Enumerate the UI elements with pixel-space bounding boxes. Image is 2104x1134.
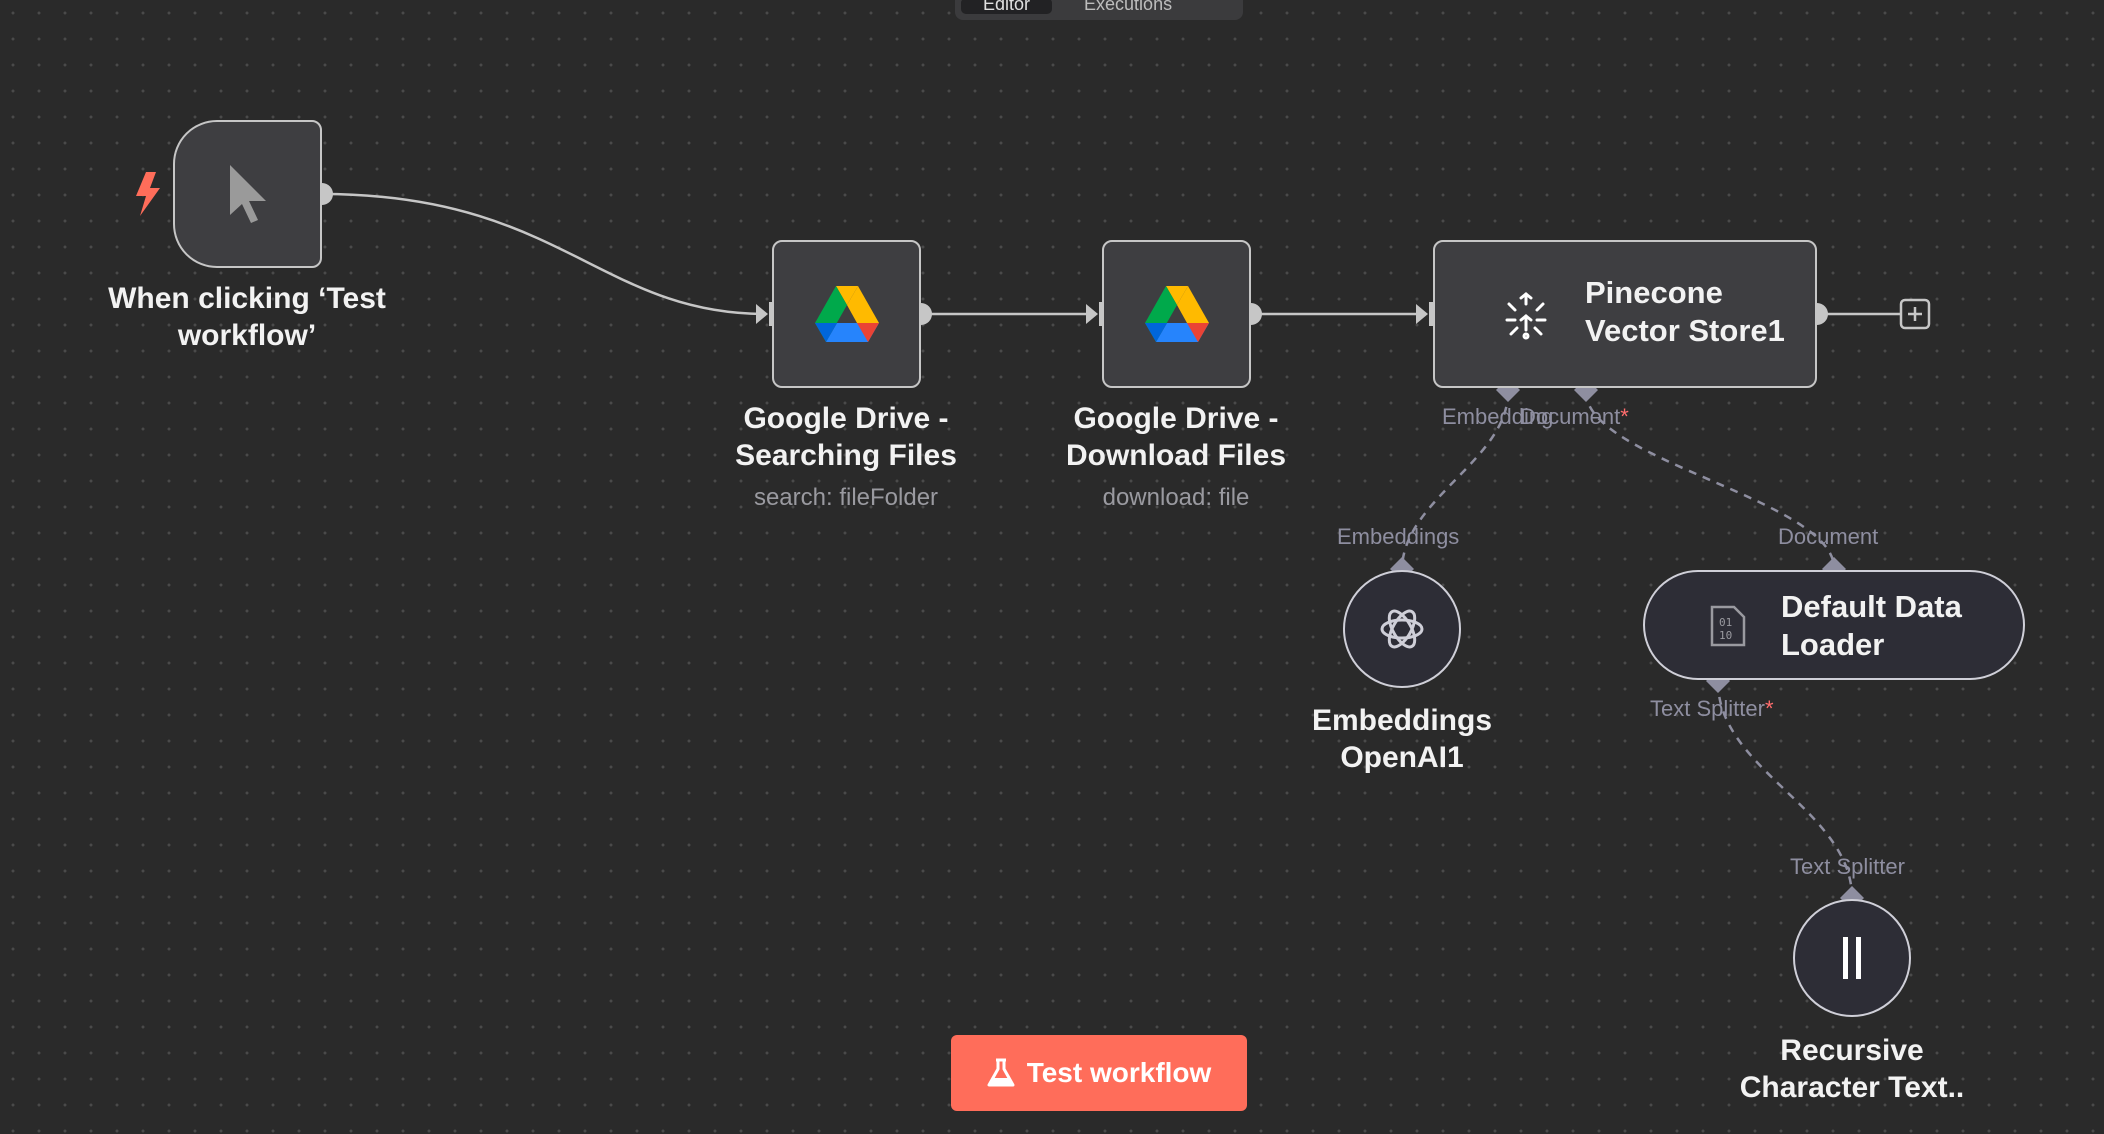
node-google-drive-search[interactable] — [772, 240, 921, 388]
label-line-1: Google Drive - — [1073, 402, 1279, 435]
tab-executions[interactable]: Executions — [1084, 0, 1173, 14]
cursor-pointer-icon — [229, 165, 266, 223]
port-label-embeddings: Embeddings — [1337, 524, 1460, 549]
google-drive-icon — [1144, 286, 1209, 342]
label-line-1: Google Drive - — [743, 402, 949, 435]
label-line-1: Embeddings — [1311, 704, 1492, 737]
node-label-google-drive-search: Google Drive - Searching Files — [696, 400, 996, 474]
port-label-text-splitter: Text Splitter — [1790, 854, 1905, 879]
add-node-plus-icon — [1899, 298, 1931, 330]
google-drive-icon — [814, 286, 879, 342]
label-line-2: Character Text.. — [1739, 1071, 1965, 1104]
svg-text:10: 10 — [1719, 629, 1732, 642]
pinecone-icon — [1505, 292, 1547, 340]
label-line-2: Vector Store1 — [1585, 313, 1785, 348]
connection-trigger-to-search — [321, 192, 766, 316]
node-label-trigger: When clicking ‘Test workflow’ — [108, 282, 386, 352]
connection-embeddings — [1400, 391, 1510, 571]
required-mark: * — [1620, 404, 1629, 429]
node-label-splitter: Recursive Character Text.. — [1702, 1032, 2002, 1106]
node-label-loader: Default Data Loader — [1781, 588, 1962, 664]
input-arrow-pinecone — [1416, 304, 1428, 324]
label-line-2: Download Files — [1065, 439, 1287, 472]
port-label-embedding: Embedding — [1442, 404, 1554, 429]
test-workflow-label: Test workflow — [1026, 1057, 1212, 1088]
view-tabs: Editor Executions — [955, 0, 1243, 20]
label-line-1: Recursive — [1780, 1034, 1924, 1067]
label-line-2: Loader — [1781, 627, 1885, 662]
node-subtitle-google-drive-search: search: fileFolder — [753, 484, 939, 511]
node-label-google-drive-download: Google Drive - Download Files — [1026, 400, 1326, 474]
binary-file-icon: 01 10 — [1710, 605, 1746, 647]
node-google-drive-download[interactable] — [1102, 240, 1251, 388]
connection-text-splitter — [1716, 681, 1854, 899]
node-subtitle-google-drive-download: download: file — [1102, 484, 1250, 511]
node-manual-trigger[interactable] — [173, 120, 322, 268]
port-label-document-required: Document* — [1520, 404, 1629, 430]
svg-text:01: 01 — [1719, 616, 1732, 629]
trigger-bolt-icon — [136, 172, 160, 216]
port-label-document: Document — [1778, 524, 1879, 549]
node-label-embeddings: Embeddings OpenAI1 — [1252, 702, 1552, 776]
port-label-text-splitter-required: Text Splitter* — [1650, 696, 1774, 722]
node-recursive-text-splitter[interactable] — [1793, 899, 1911, 1017]
required-mark: * — [1764, 696, 1774, 721]
node-embeddings-openai[interactable] — [1343, 570, 1461, 688]
port-label-text-splitter-text: Text Splitter — [1650, 696, 1765, 721]
flask-icon — [987, 1058, 1015, 1087]
input-arrow-search — [756, 304, 768, 324]
node-label-pinecone: Pinecone Vector Store1 — [1585, 274, 1785, 350]
text-splitter-icon — [1843, 937, 1861, 979]
input-arrow-download — [1086, 304, 1098, 324]
connection-document — [1584, 391, 1836, 569]
label-line-2: Searching Files — [735, 439, 957, 472]
openai-icon — [1380, 609, 1424, 649]
node-pinecone-vector-store[interactable]: Pinecone Vector Store1 — [1433, 240, 1817, 388]
label-line-1: Pinecone — [1585, 275, 1723, 310]
tab-editor[interactable]: Editor — [961, 0, 1053, 14]
node-default-data-loader[interactable]: 01 10 Default Data Loader — [1643, 570, 2025, 680]
test-workflow-button[interactable]: Test workflow — [951, 1035, 1247, 1111]
label-line-1: Default Data — [1781, 589, 1962, 624]
label-line-2: OpenAI1 — [1340, 741, 1464, 774]
port-label-document-text: Document — [1520, 404, 1621, 429]
